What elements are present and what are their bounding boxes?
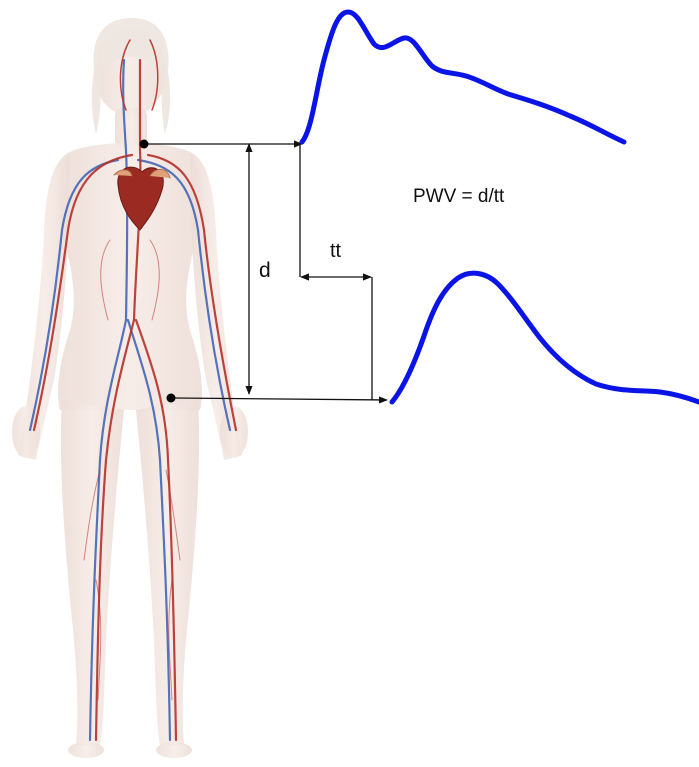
left-hand <box>12 406 40 458</box>
body-illustration <box>12 18 248 758</box>
femoral-waveform <box>392 273 699 402</box>
femoral-arrow <box>175 398 387 400</box>
left-leg <box>61 400 124 745</box>
right-foot <box>156 742 192 758</box>
right-hand <box>220 406 248 458</box>
carotid-site-dot <box>140 140 149 149</box>
femoral-site-dot <box>167 394 176 403</box>
carotid-waveform <box>302 12 624 142</box>
left-foot <box>68 742 104 758</box>
transit-time-label: tt <box>330 240 341 263</box>
pwv-formula: PWV = d/tt <box>413 186 504 208</box>
distance-label: d <box>259 259 271 283</box>
